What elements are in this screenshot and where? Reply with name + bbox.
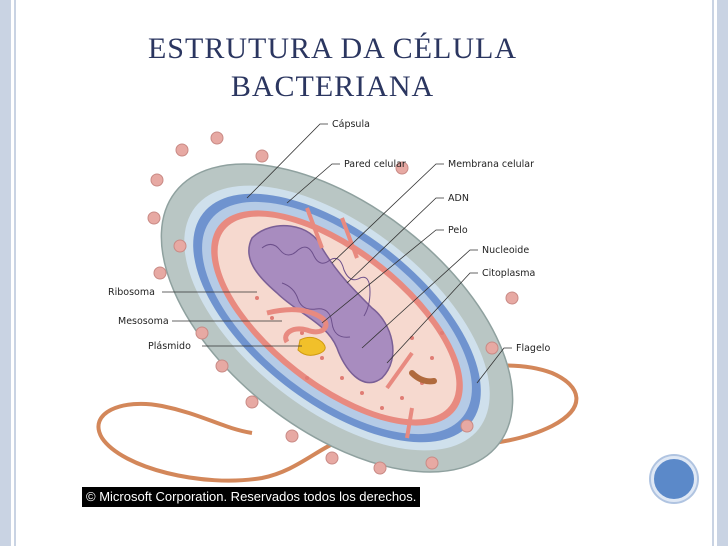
label-plasmido: Plásmido [148, 341, 191, 352]
leader-lines [162, 123, 512, 384]
label-flagelo: Flagelo [516, 343, 550, 354]
bacterial-cell-figure: Cápsula Pared celular Membrana celular A… [82, 108, 610, 508]
membrane-septa [305, 207, 414, 439]
plasmid [297, 336, 326, 356]
slide-title-line2: BACTERIANA [230, 70, 435, 103]
label-mesosoma: Mesosoma [118, 316, 169, 327]
slide-title: ESTRUTURA DA CÉLULA BACTERIANA [100, 30, 565, 106]
label-capsula: Cápsula [332, 119, 370, 130]
bacterial-cell-diagram: Cápsula Pared celular Membrana celular A… [96, 119, 579, 483]
flagellum-base [409, 370, 437, 385]
label-ribosoma: Ribosoma [108, 287, 155, 298]
left-border-bar [0, 0, 11, 546]
left-border-line [14, 0, 16, 546]
decorative-circle-icon [651, 456, 697, 502]
right-border-line [712, 0, 714, 546]
copyright-notice: © Microsoft Corporation. Reservados todo… [82, 487, 421, 507]
label-nucleoide: Nucleoide [482, 245, 529, 256]
mesosome [266, 307, 329, 344]
slide-title-line1: ESTRUTURA DA CÉLULA [147, 32, 517, 65]
label-adn: ADN [448, 193, 469, 204]
pili [147, 131, 519, 475]
label-citoplasma: Citoplasma [482, 268, 535, 279]
label-pelo: Pelo [448, 225, 468, 236]
label-pared-celular: Pared celular [344, 159, 406, 170]
label-membrana-celular: Membrana celular [448, 159, 534, 170]
right-border-bar [717, 0, 728, 546]
